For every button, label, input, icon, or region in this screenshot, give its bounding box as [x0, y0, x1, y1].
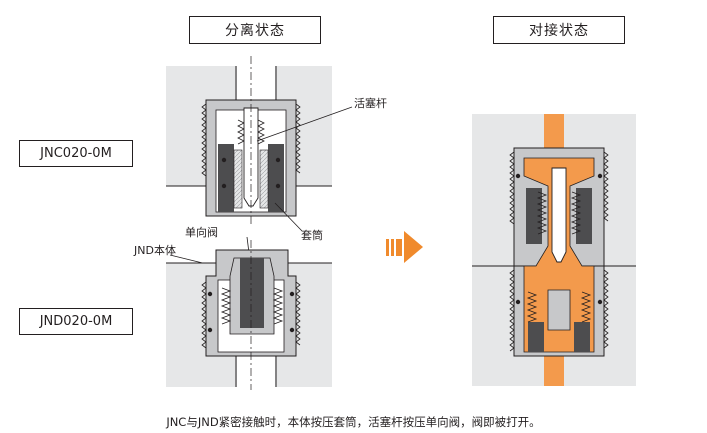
- callout-one-way-valve: 单向阀: [185, 226, 218, 239]
- model-label-jnc: JNC020-0M: [19, 140, 133, 167]
- transition-arrow: [386, 231, 423, 263]
- jnd-separated-illustration: [166, 240, 332, 390]
- callout-jnd-body: JND本体: [134, 244, 176, 257]
- jnc-separated-illustration: [166, 56, 332, 225]
- model-label-jnd: JND020-0M: [19, 308, 133, 335]
- connected-illustration: [472, 114, 636, 386]
- callout-piston-rod: 活塞杆: [354, 97, 387, 110]
- caption: JNC与JND紧密接触时，本体按压套筒，活塞杆按压单向阀，阀即被打开。: [166, 415, 541, 429]
- header-separated-state: 分离状态: [189, 16, 321, 44]
- header-connected-state: 对接状态: [493, 16, 625, 44]
- callout-sleeve: 套筒: [301, 229, 323, 242]
